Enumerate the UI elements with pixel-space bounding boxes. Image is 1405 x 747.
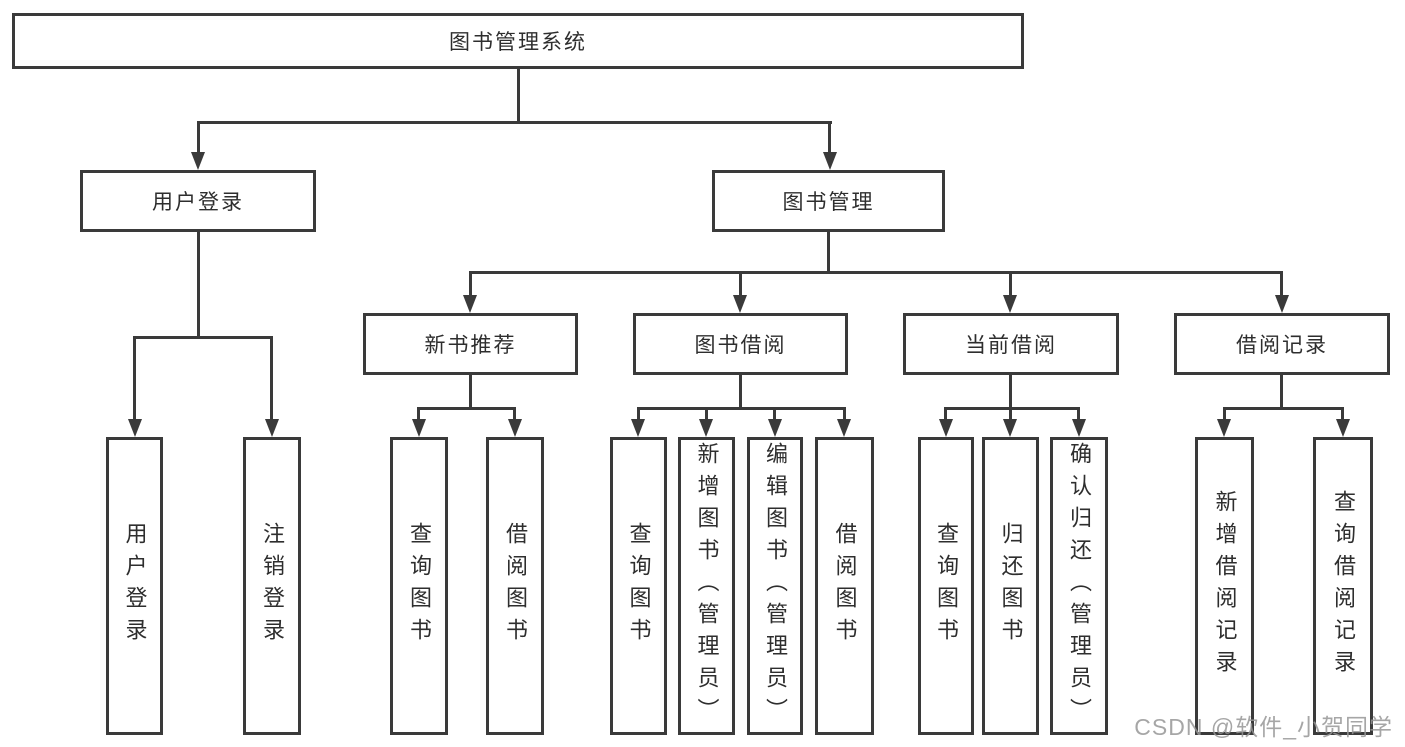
- leaf-current-query-books: 查询图书: [918, 437, 974, 735]
- arrow-down-icon: [837, 419, 851, 437]
- leaf-current-return-books: 归还图书: [982, 437, 1039, 735]
- connector-line: [469, 271, 1283, 274]
- connector-line: [739, 374, 742, 410]
- connector-line: [197, 232, 200, 339]
- connector-line: [828, 121, 831, 154]
- connector-line: [417, 407, 516, 410]
- arrow-down-icon: [508, 419, 522, 437]
- node-root: 图书管理系统: [12, 13, 1024, 69]
- connector-line: [1280, 271, 1283, 299]
- connector-line: [1341, 407, 1344, 423]
- arrow-down-icon: [1003, 295, 1017, 313]
- leaf-records-add-record: 新增借阅记录: [1195, 437, 1254, 735]
- connector-line: [1009, 374, 1012, 410]
- connector-line: [705, 407, 708, 423]
- connector-line: [517, 69, 520, 124]
- arrow-down-icon: [463, 295, 477, 313]
- connector-line: [1223, 407, 1226, 423]
- leaf-current-confirm-return-admin: 确认归还（管理员）: [1050, 437, 1108, 735]
- connector-line: [773, 407, 776, 423]
- connector-line: [270, 336, 273, 423]
- leaf-recommend-borrow-books: 借阅图书: [486, 437, 544, 735]
- connector-line: [1223, 407, 1344, 410]
- arrow-down-icon: [1336, 419, 1350, 437]
- arrow-down-icon: [1003, 419, 1017, 437]
- arrow-down-icon: [265, 419, 279, 437]
- connector-line: [417, 407, 420, 423]
- connector-line: [827, 232, 830, 274]
- leaf-records-query-record: 查询借阅记录: [1313, 437, 1373, 735]
- arrow-down-icon: [733, 295, 747, 313]
- connector-line: [133, 336, 136, 423]
- connector-line: [469, 374, 472, 410]
- node-book-management: 图书管理: [712, 170, 945, 232]
- arrow-down-icon: [1275, 295, 1289, 313]
- connector-line: [843, 407, 846, 423]
- arrow-down-icon: [1217, 419, 1231, 437]
- node-current-borrow: 当前借阅: [903, 313, 1119, 375]
- leaf-borrow-edit-books-admin: 编辑图书（管理员）: [747, 437, 803, 735]
- connector-line: [469, 271, 472, 299]
- connector-line: [513, 407, 516, 423]
- arrow-down-icon: [191, 152, 205, 170]
- node-book-borrow: 图书借阅: [633, 313, 848, 375]
- arrow-down-icon: [768, 419, 782, 437]
- csdn-watermark: CSDN @软件_小贺同学: [1134, 714, 1393, 740]
- arrow-down-icon: [412, 419, 426, 437]
- arrow-down-icon: [939, 419, 953, 437]
- node-borrow-records: 借阅记录: [1174, 313, 1390, 375]
- arrow-down-icon: [823, 152, 837, 170]
- connector-line: [944, 407, 1080, 410]
- leaf-borrow-add-books-admin: 新增图书（管理员）: [678, 437, 735, 735]
- connector-line: [739, 271, 742, 299]
- leaf-user-login: 用户登录: [106, 437, 163, 735]
- arrow-down-icon: [631, 419, 645, 437]
- connector-line: [1009, 271, 1012, 299]
- arrow-down-icon: [699, 419, 713, 437]
- leaf-borrow-query-books: 查询图书: [610, 437, 667, 735]
- connector-line: [1009, 407, 1012, 423]
- leaf-recommend-query-books: 查询图书: [390, 437, 448, 735]
- arrow-down-icon: [1072, 419, 1086, 437]
- leaf-borrow-borrow-books: 借阅图书: [815, 437, 874, 735]
- connector-line: [637, 407, 846, 410]
- connector-line: [944, 407, 947, 423]
- leaf-logout: 注销登录: [243, 437, 301, 735]
- connector-line: [637, 407, 640, 423]
- connector-line: [197, 121, 832, 124]
- arrow-down-icon: [128, 419, 142, 437]
- connector-line: [133, 336, 273, 339]
- connector-line: [197, 121, 200, 154]
- node-new-book-recommend: 新书推荐: [363, 313, 578, 375]
- node-user-login-branch: 用户登录: [80, 170, 316, 232]
- connector-line: [1280, 374, 1283, 410]
- connector-line: [1077, 407, 1080, 423]
